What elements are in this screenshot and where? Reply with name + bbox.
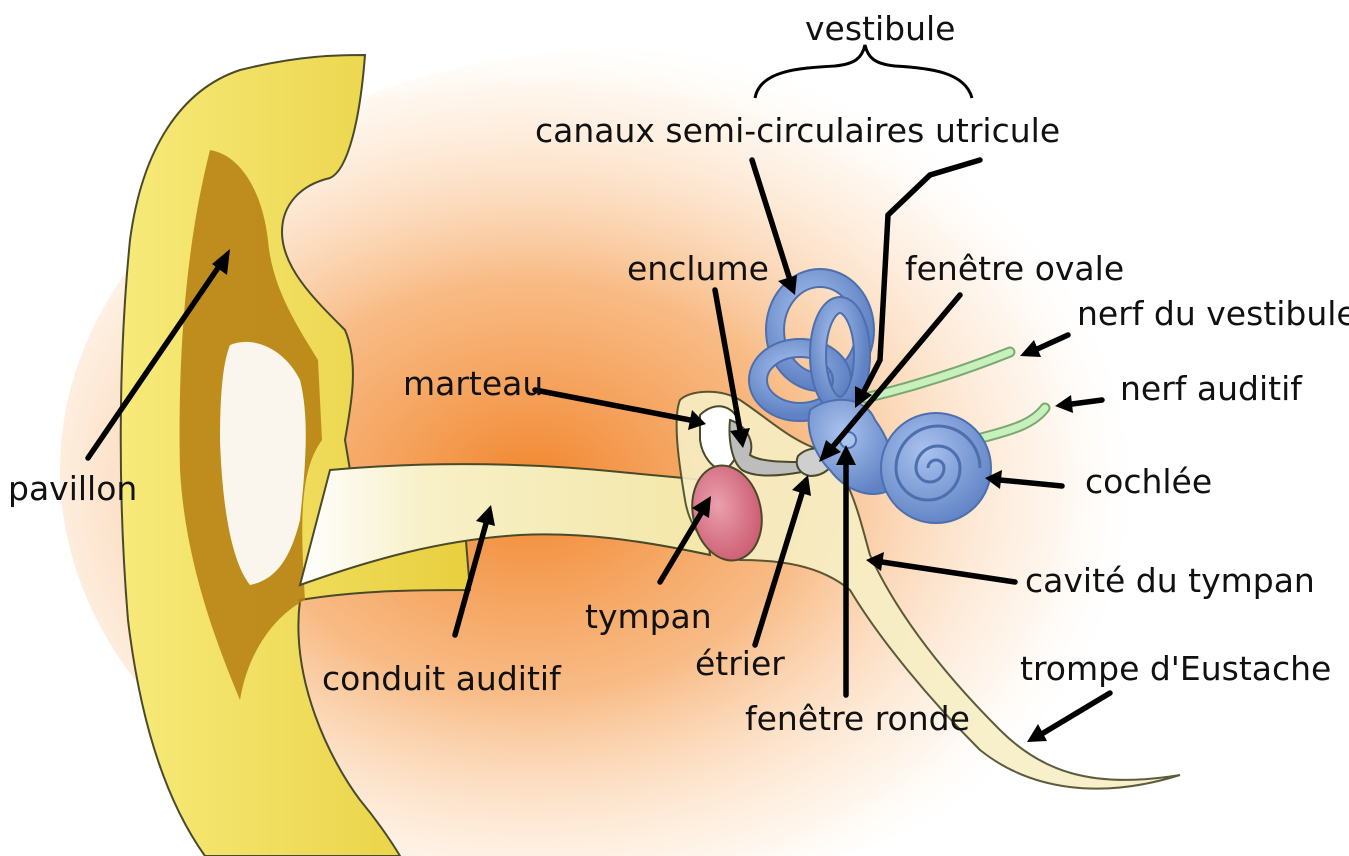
label-nerf-auditif: nerf auditif [1120,369,1303,408]
label-enclume: enclume [627,249,769,288]
label-fenetre-ronde: fenêtre ronde [745,699,970,738]
label-pavillon: pavillon [8,469,137,508]
label-vestibule: vestibule [805,9,955,48]
label-cavite-du-tympan: cavité du tympan [1025,561,1315,600]
label-utricule: utricule [935,111,1060,150]
label-etrier: étrier [695,644,785,683]
label-conduit-auditif: conduit auditif [322,659,562,698]
label-cochlee: cochlée [1085,462,1212,501]
label-tympan: tympan [585,597,712,636]
label-nerf-du-vestibule: nerf du vestibule [1077,294,1349,333]
label-canaux-semi-circulaires: canaux semi-circulaires [535,111,924,150]
label-marteau: marteau [403,364,543,403]
label-fenetre-ovale: fenêtre ovale [905,249,1124,288]
label-trompe-d-eustache: trompe d'Eustache [1020,649,1331,688]
